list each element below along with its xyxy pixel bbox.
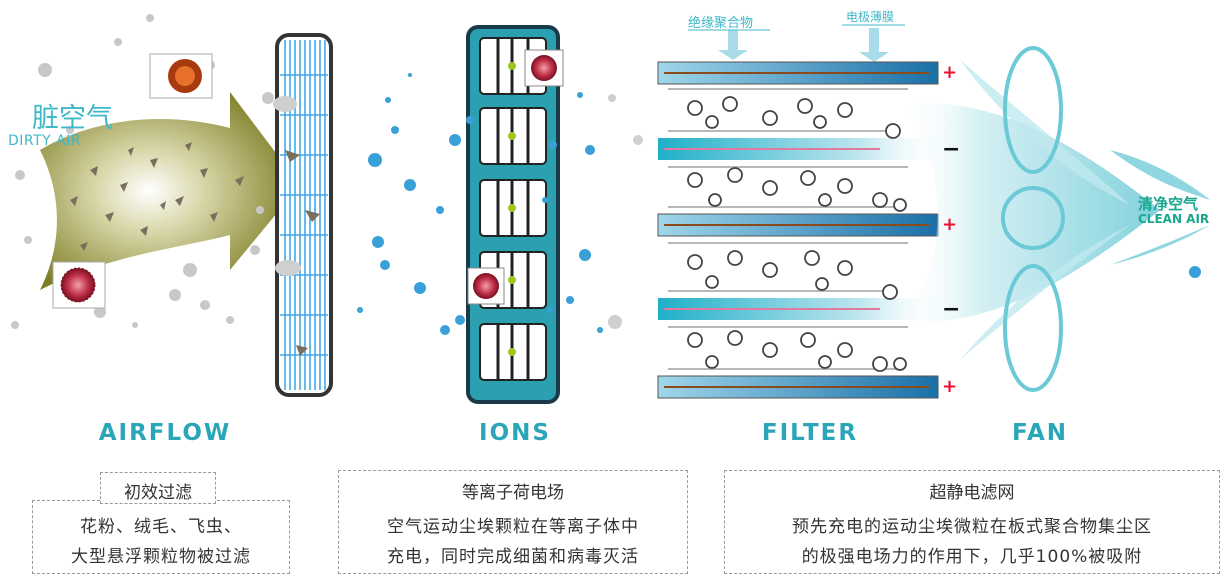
description-line-ion-1: 空气运动尘埃颗粒在等离子体中 [387,517,639,537]
polarity-minus-1: − [942,137,961,162]
description-line-filter-1: 预先充电的运动尘埃微粒在板式聚合物集尘区 [792,517,1152,537]
description-title-prefilter: 初效过滤 [124,483,192,503]
dust-speckles [668,88,908,370]
fan-airflow [900,60,1210,360]
pollen-icon [149,53,213,99]
description-box-filter [724,470,1220,574]
electrode-film-callout: 电极薄膜 [846,10,895,24]
clean-air-label-en: CLEAN AIR [1138,212,1210,226]
stage-label-airflow: AIRFLOW [98,420,232,446]
description-title-filter: 超静电滤网 [929,483,1015,503]
stage-label-filter: FILTER [761,420,859,446]
debris [70,142,244,251]
fan-blades [1001,46,1065,392]
stage-label-ions: IONS [479,420,551,446]
polarity-plus-1: + [942,62,958,83]
description-line-ion-2: 充电，同时完成细菌和病毒灭活 [387,547,639,567]
description-line-filter-2: 的极强电场力的作用下，几乎100%被吸附 [801,547,1143,567]
virus-icon [52,261,106,309]
pre-filter-mesh [273,33,333,397]
polarity-minus-2: − [942,297,961,322]
dust-particles [11,14,274,329]
polarity-plus-2: + [942,214,958,235]
ion-generator [455,25,564,404]
description-title-ion: 等离子荷电场 [462,483,564,503]
stage-label-fan: FAN [1011,420,1069,446]
clean-air-label-cn: 清净空气 [1138,195,1199,213]
dirty-air-label-cn: 脏空气 [32,103,113,134]
purifier-diagram [11,14,1210,404]
callout-arrows [718,28,889,62]
insulating-polymer-callout: 绝缘聚合物 [688,16,754,31]
description-title-frame-prefilter [100,472,216,504]
description-line-prefilter-1: 花粉、绒毛、飞虫、 [80,517,242,537]
description-line-prefilter-2: 大型悬浮颗粒物被过滤 [71,547,251,567]
filter-plates [657,61,948,399]
ion-droplets [357,73,1201,335]
charged-particles [687,96,907,372]
description-box-ion [338,470,688,574]
dirty-air-arrow [40,92,300,290]
polarity-plus-3: + [942,376,958,397]
dirty-air-label-en: DIRTY AIR [8,133,82,149]
